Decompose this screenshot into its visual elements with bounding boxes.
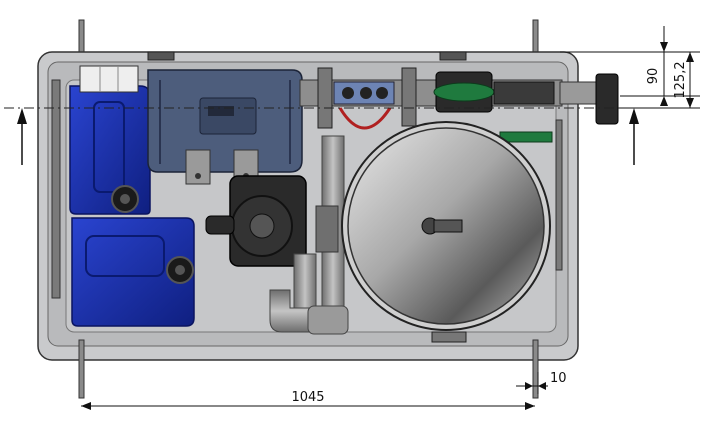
mount-foot-top-right	[532, 19, 539, 55]
pump-inlet	[205, 215, 235, 235]
pipe-elbow-end	[307, 305, 349, 335]
dim-label-125: 125,2	[673, 61, 688, 98]
pipe-coupling	[315, 205, 339, 253]
valve-lower-bar	[499, 131, 553, 143]
left-rail	[51, 79, 61, 299]
outlet-pipe	[559, 81, 601, 105]
mount-foot-top-left	[78, 19, 85, 55]
clip-top-2	[439, 51, 467, 61]
pipe-vertical-2	[293, 253, 317, 309]
tank-lower-handle	[85, 235, 165, 277]
dim-label-90: 90	[646, 68, 661, 85]
clip-top-1	[147, 51, 175, 61]
valve-fitting	[493, 81, 555, 105]
right-rail	[555, 119, 563, 271]
right-arrow-head	[629, 108, 639, 124]
mount-foot-bottom-left	[78, 339, 85, 399]
filter-center-stem	[433, 219, 463, 233]
dim-label-1045: 1045	[291, 390, 324, 405]
manifold-clamp-1	[317, 67, 333, 129]
dim-label-10: 10	[550, 371, 567, 386]
clip-bottom-1	[431, 331, 467, 343]
valve-handle	[433, 82, 495, 102]
tank-upper-handle	[93, 101, 125, 193]
manifold-loop	[338, 107, 392, 130]
mount-foot-bottom-right	[532, 339, 539, 399]
outlet-union	[595, 73, 619, 125]
manifold-clamp-2	[401, 67, 417, 127]
left-arrow-head	[17, 108, 27, 124]
tank-connector-block	[79, 65, 139, 93]
tank-upper	[69, 85, 151, 215]
